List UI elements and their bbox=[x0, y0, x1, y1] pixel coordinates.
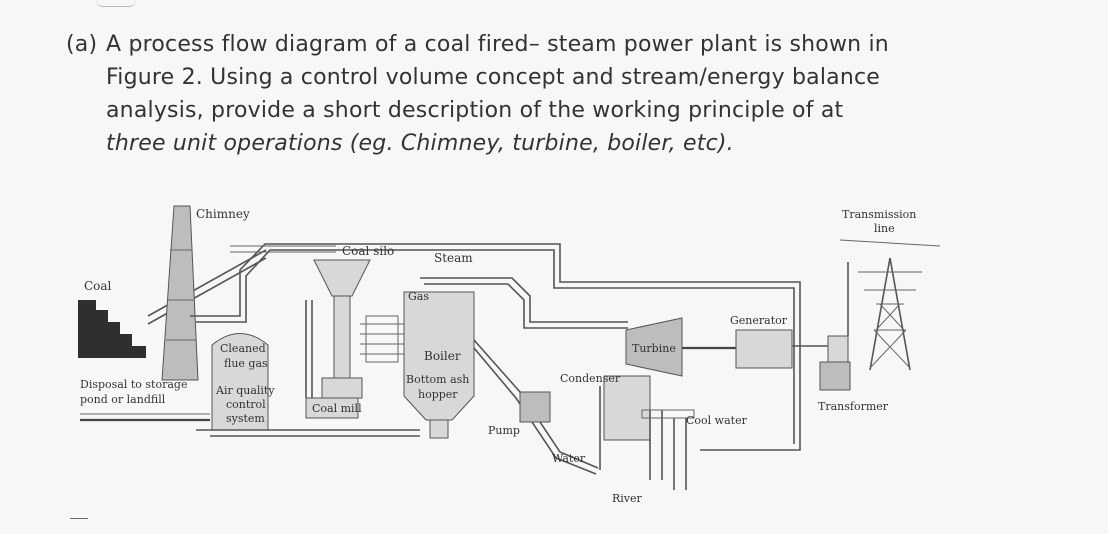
label-generator: Generator bbox=[730, 314, 788, 327]
transformer bbox=[819, 335, 851, 391]
label-boiler: Boiler bbox=[424, 349, 461, 363]
label-river: River bbox=[612, 492, 643, 505]
label-pump: Pump bbox=[488, 424, 520, 437]
label-disposal-2: pond or landfill bbox=[80, 393, 166, 406]
boiler bbox=[360, 291, 475, 439]
label-steam: Steam bbox=[434, 251, 473, 265]
label-transformer: Transformer bbox=[818, 400, 889, 413]
flue-gas-duct bbox=[190, 243, 801, 451]
label-cool-water: Cool water bbox=[686, 414, 748, 427]
turbine bbox=[625, 317, 683, 377]
margin-mark bbox=[70, 518, 88, 519]
chimney bbox=[161, 205, 199, 381]
label-cleaned: Cleaned bbox=[220, 342, 266, 355]
label-water: Water bbox=[552, 452, 586, 465]
question-line-4: three unit operations (eg. Chimney, turb… bbox=[106, 131, 734, 156]
label-air-quality: Air quality bbox=[215, 384, 275, 397]
disposal-belt bbox=[80, 413, 210, 422]
label-gas: Gas bbox=[408, 290, 429, 303]
cooling-water-loop bbox=[641, 409, 695, 490]
air-quality-control-system bbox=[211, 333, 269, 431]
label-hopper: hopper bbox=[418, 388, 458, 401]
question-line-3: analysis, provide a short description of… bbox=[106, 98, 844, 123]
scan-artifact bbox=[96, 0, 136, 7]
label-system: system bbox=[226, 412, 265, 425]
coal-pile bbox=[78, 300, 146, 358]
transmission-tower bbox=[839, 239, 941, 371]
label-disposal-1: Disposal to storage bbox=[80, 378, 187, 391]
steam-line bbox=[420, 277, 628, 329]
label-coal-silo: Coal silo bbox=[342, 244, 394, 258]
label-coal-mill: Coal mill bbox=[312, 402, 362, 415]
coal-silo bbox=[313, 259, 371, 399]
label-condenser: Condenser bbox=[560, 372, 621, 385]
question-line-1: A process flow diagram of a coal fired– … bbox=[106, 32, 889, 57]
label-flue-gas: flue gas bbox=[224, 357, 268, 370]
pump bbox=[519, 391, 551, 423]
label-coal: Coal bbox=[84, 279, 112, 293]
label-control: control bbox=[226, 398, 266, 411]
coal-mill bbox=[305, 300, 359, 419]
condenser bbox=[599, 375, 651, 470]
generator bbox=[735, 329, 793, 369]
question-label: (a) bbox=[66, 32, 98, 57]
label-line: line bbox=[874, 222, 895, 235]
label-turbine: Turbine bbox=[632, 342, 676, 355]
label-bottom-ash: Bottom ash bbox=[406, 373, 469, 386]
question-line-2: Figure 2. Using a control volume concept… bbox=[106, 65, 881, 90]
label-transmission: Transmission bbox=[842, 208, 916, 221]
label-chimney: Chimney bbox=[196, 207, 250, 221]
